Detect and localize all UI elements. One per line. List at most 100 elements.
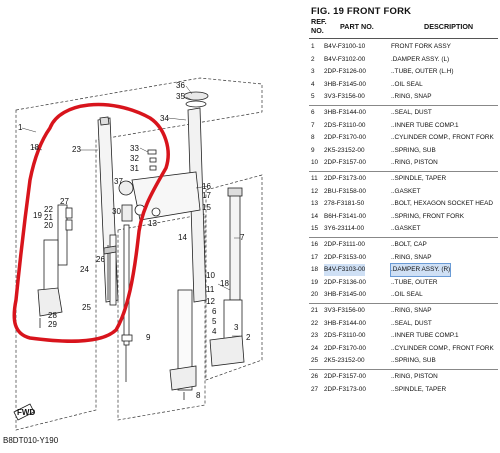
part-number-cell[interactable]: 3HB-F3145-00 — [324, 80, 366, 88]
description-cell[interactable]: ..BOLT, HEXAGON SOCKET HEAD — [391, 200, 494, 208]
description-cell[interactable]: ..SPINDLE, TAPER — [391, 175, 447, 182]
description-cell[interactable]: ..TUBE, OUTER — [391, 278, 438, 286]
part-number-cell[interactable]: 2DP-F3126-00 — [324, 68, 366, 76]
part-number-cell[interactable]: B4V-F3100-10 — [324, 43, 366, 50]
description-cell[interactable]: ..GASKET — [391, 187, 421, 195]
table-row[interactable]: 23 2DS-F3110-00 ..INNER TUBE COMP.1 — [303, 330, 500, 342]
ref-cell: 15 — [311, 225, 319, 233]
part-number-cell[interactable]: 2K5-23152-00 — [324, 357, 365, 365]
description-cell[interactable]: ..SPRING, SUB — [391, 146, 436, 154]
table-row[interactable]: 15 3Y6-23114-00 ..GASKET — [303, 223, 500, 235]
description-cell[interactable]: ..TUBE, OUTER (L.H) — [391, 68, 454, 76]
callout-22: 22 — [44, 205, 53, 214]
description-cell[interactable]: .DAMPER ASSY. (R) — [389, 263, 452, 278]
group-divider — [309, 303, 498, 304]
callout-23: 23 — [72, 145, 81, 154]
description-cell[interactable]: ..OIL SEAL — [391, 80, 423, 88]
description-cell[interactable]: ..SPRING, FRONT FORK — [391, 212, 465, 220]
part-number-cell[interactable]: 2DS-F3110-00 — [324, 332, 366, 340]
ref-cell: 24 — [311, 344, 319, 352]
description-cell[interactable]: ..SPRING, SUB — [391, 357, 436, 365]
description-cell[interactable]: ..RING, SNAP — [391, 93, 432, 101]
table-row[interactable]: 13 278-F3181-50 ..BOLT, HEXAGON SOCKET HEA… — [303, 198, 500, 210]
part-number-cell[interactable]: 2DP-F3153-00 — [324, 253, 366, 261]
description-cell[interactable]: ..RING, PISTON — [391, 159, 438, 167]
part-number-cell[interactable]: 3Y6-23114-00 — [324, 225, 365, 233]
part-number-cell[interactable]: 2K5-23152-00 — [324, 146, 365, 154]
description-cell[interactable]: ..SEAL, DUST — [391, 319, 432, 327]
callout-30: 30 — [112, 207, 121, 216]
part-number-cell[interactable]: 3V3-F3156-00 — [324, 93, 365, 101]
table-row[interactable]: 9 2K5-23152-00 ..SPRING, SUB — [303, 145, 500, 157]
part-number-cell[interactable]: B4V-F3102-00 — [324, 55, 366, 63]
callout-18-right: 18 — [220, 279, 229, 288]
part-number-cell[interactable]: 2DP-F3136-00 — [324, 278, 366, 286]
callout-9: 9 — [146, 333, 151, 342]
description-cell[interactable]: FRONT FORK ASSY — [391, 43, 451, 50]
description-cell[interactable]: ..INNER TUBE COMP.1 — [391, 332, 459, 340]
ref-cell: 13 — [311, 200, 319, 208]
description-cell[interactable]: ..RING, SNAP — [391, 307, 432, 314]
part-number-cell[interactable]: 278-F3181-50 — [324, 200, 365, 208]
part-number-cell[interactable]: B4V-F3103-00 — [324, 264, 366, 277]
table-row[interactable]: 27 2DP-F3173-00 ..SPINDLE, TAPER — [303, 384, 500, 396]
part-number-cell[interactable]: 3V3-F3156-00 — [324, 307, 365, 314]
description-cell[interactable]: ..GASKET — [391, 225, 421, 233]
description-cell[interactable]: .DAMPER ASSY. (L) — [391, 55, 450, 63]
table-row[interactable]: 1 B4V-F3100-10 FRONT FORK ASSY — [303, 41, 500, 53]
part-number-cell[interactable]: 2DP-F3170-00 — [324, 134, 366, 142]
part-number-cell[interactable]: 2DP-F3173-00 — [324, 385, 366, 393]
part-number-cell[interactable]: 2DP-F3111-00 — [324, 241, 365, 248]
ref-cell: 1 — [311, 43, 315, 50]
table-row[interactable]: 24 2DP-F3170-00 ..CYLINDER COMP., FRONT FO… — [303, 343, 500, 355]
ref-cell: 27 — [311, 385, 319, 393]
ref-cell: 23 — [311, 332, 319, 340]
part-number-cell[interactable]: 2BU-F3158-00 — [324, 187, 366, 195]
part-number-cell[interactable]: 2DP-F3173-00 — [324, 175, 366, 182]
part-number-cell[interactable]: 2DP-F3157-00 — [324, 159, 366, 167]
part-number-cell[interactable]: 3HB-F3145-00 — [324, 291, 366, 299]
description-cell[interactable]: ..CYLINDER COMP., FRONT FORK — [391, 344, 494, 352]
description-cell[interactable]: ..OIL SEAL — [391, 291, 423, 299]
callout-26: 26 — [96, 255, 105, 264]
description-cell[interactable]: ..SPINDLE, TAPER — [391, 385, 447, 393]
header-part-no: PART NO. — [340, 22, 374, 31]
description-cell[interactable]: ..CYLINDER COMP., FRONT FORK — [391, 134, 494, 142]
part-number-cell[interactable]: 2DP-F3157-00 — [324, 373, 366, 380]
callout-19: 19 — [33, 211, 42, 220]
description-cell[interactable]: ..RING, PISTON — [391, 373, 438, 380]
callout-14: 14 — [178, 233, 187, 242]
part-number-cell[interactable]: 2DS-F3110-00 — [324, 121, 366, 129]
part-number-cell[interactable]: 3HB-F3144-00 — [324, 109, 366, 116]
description-cell[interactable]: ..RING, SNAP — [391, 253, 432, 261]
callout-24: 24 — [80, 265, 89, 274]
description-cell[interactable]: ..INNER TUBE COMP.1 — [391, 121, 459, 129]
ref-cell: 9 — [311, 146, 315, 154]
part-number-cell[interactable]: 3HB-F3144-00 — [324, 319, 366, 327]
header-ref: REF. — [311, 17, 327, 26]
description-cell[interactable]: ..SEAL, DUST — [391, 109, 432, 116]
description-cell[interactable]: ..BOLT, CAP — [391, 241, 427, 248]
part-number-cell[interactable]: B6H-F3141-00 — [324, 212, 366, 220]
part-number-cell[interactable]: 2DP-F3170-00 — [324, 344, 366, 352]
